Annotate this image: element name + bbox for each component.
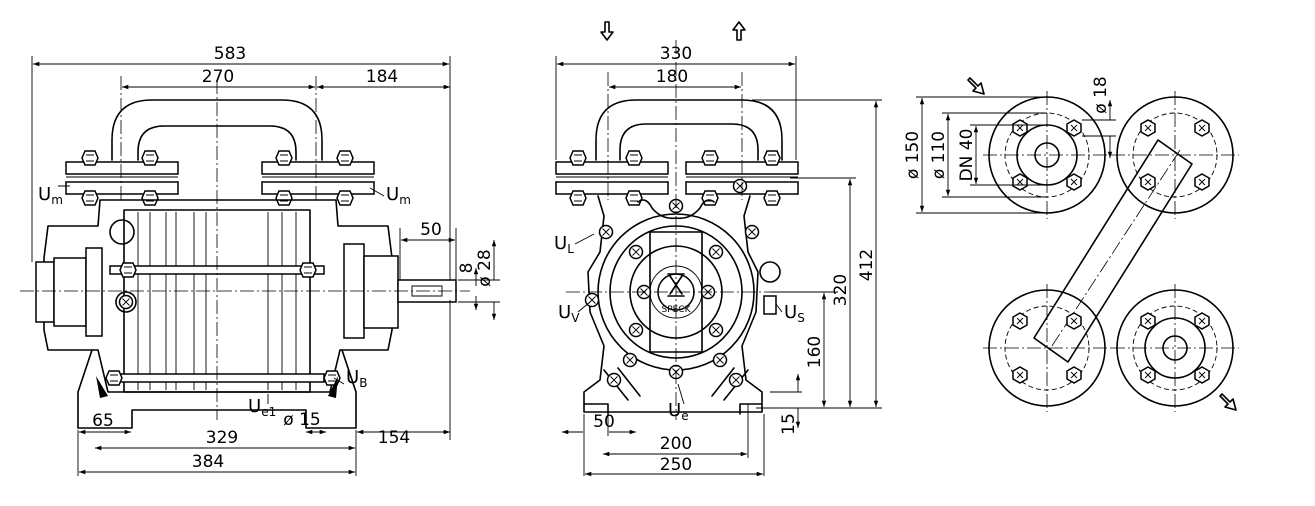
- svg-text:Ue: Ue: [668, 400, 689, 423]
- front-flange-bolts: [569, 150, 781, 206]
- label-ue1: U: [248, 396, 261, 417]
- label-ue: U: [668, 400, 681, 421]
- side-dimension-labels: 583 270 184 50 ø 28 8 ø 15 65 329 154 38…: [92, 44, 495, 472]
- svg-text:Ue1: Ue1: [248, 396, 276, 419]
- inlet-arrow-down: [600, 21, 614, 41]
- label-ub: U: [346, 367, 359, 388]
- front-view: SPECK: [554, 21, 882, 477]
- svg-text:Um: Um: [386, 184, 411, 207]
- outlet-arrow-diagonal: [1219, 393, 1237, 411]
- dim-key-8: 8: [457, 263, 477, 274]
- dim-hole-15: ø 15: [283, 410, 320, 430]
- dim-15-foot: 15: [779, 413, 799, 435]
- dim-270: 270: [202, 67, 234, 87]
- label-uv: U: [558, 302, 571, 323]
- front-connection-labels: UL UV US Ue: [554, 233, 805, 423]
- flange-top-right: [1111, 91, 1239, 219]
- label-ul: U: [554, 233, 567, 254]
- front-flow-arrows: [600, 21, 746, 41]
- flange-dimension-labels: ø 150 ø 110 DN 40 ø 18: [903, 76, 1111, 181]
- side-connection-labels: Um Um UB Ue1: [38, 184, 411, 419]
- dim-bolt-circle-110: ø 110: [929, 131, 949, 179]
- label-um-left-sub: m: [51, 193, 63, 207]
- side-view: 583 270 184 50 ø 28 8 ø 15 65 329 154 38…: [20, 44, 500, 476]
- dim-329: 329: [206, 428, 238, 448]
- svg-text:UB: UB: [346, 367, 367, 390]
- brand-label: SPECK: [661, 305, 691, 315]
- dim-154: 154: [378, 428, 410, 448]
- dim-412: 412: [857, 249, 877, 281]
- svg-text:UL: UL: [554, 233, 574, 256]
- label-um-right: U: [386, 184, 399, 205]
- label-ue-sub: e: [681, 409, 688, 423]
- label-ue1-sub: e1: [261, 405, 276, 419]
- dim-50-shaft: 50: [420, 220, 442, 240]
- dim-bolt-hole-18: ø 18: [1091, 76, 1111, 113]
- dim-65: 65: [92, 411, 114, 431]
- dim-583: 583: [214, 44, 246, 64]
- dim-320: 320: [831, 274, 851, 306]
- side-flange-bolts: [81, 150, 354, 206]
- dim-160: 160: [805, 336, 825, 368]
- label-um-right-sub: m: [399, 193, 411, 207]
- flange-view: ø 150 ø 110 DN 40 ø 18: [903, 76, 1239, 412]
- flange-bottom-right: [1111, 284, 1239, 412]
- svg-text:Um: Um: [38, 184, 63, 207]
- dim-250: 250: [660, 455, 692, 475]
- dim-184: 184: [366, 67, 398, 87]
- flange-flow-arrows: [967, 77, 1237, 411]
- dim-dn-40: DN 40: [957, 129, 977, 182]
- label-us-sub: S: [797, 311, 805, 325]
- label-us: U: [784, 302, 797, 323]
- dim-180: 180: [656, 67, 688, 87]
- dim-330: 330: [660, 44, 692, 64]
- dim-shaft-diameter: ø 28: [475, 249, 495, 286]
- label-uv-sub: V: [571, 311, 580, 325]
- label-ul-sub: L: [567, 242, 574, 256]
- dim-50-foot: 50: [593, 412, 615, 432]
- label-um-left: U: [38, 184, 51, 205]
- label-ub-sub: B: [359, 376, 367, 390]
- dim-384: 384: [192, 452, 224, 472]
- svg-text:UV: UV: [558, 302, 580, 325]
- outlet-arrow-up: [732, 21, 746, 41]
- front-dimension-labels: 330 180 412 320 160 15 50 200 250: [593, 44, 877, 475]
- flange-bottom-left: [983, 284, 1111, 412]
- dim-200: 200: [660, 434, 692, 454]
- svg-text:US: US: [784, 302, 805, 325]
- dim-flange-150: ø 150: [903, 131, 923, 179]
- inlet-arrow-diagonal: [967, 77, 985, 95]
